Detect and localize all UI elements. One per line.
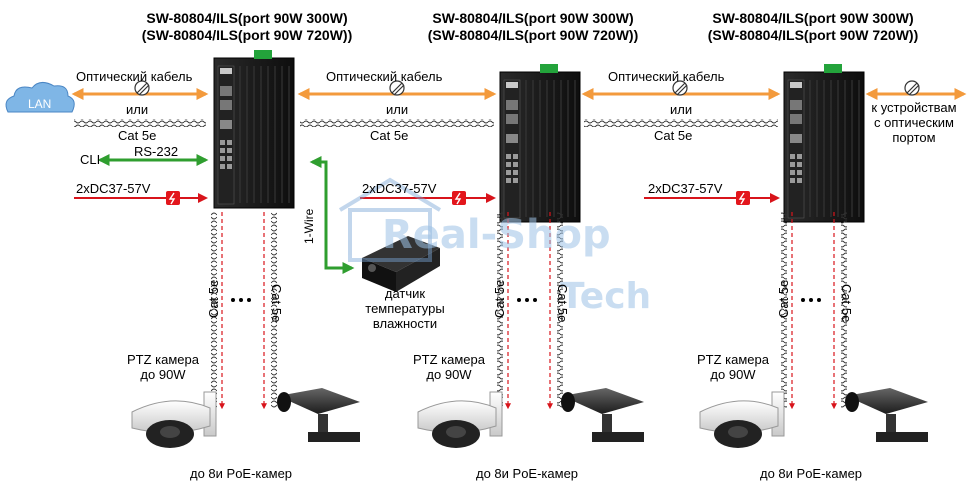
cat5e-vertical-label-1a: Cat 5e [206,279,221,318]
fiber-connector-icon [134,80,920,96]
cat5e-vertical-label-1b: Cat 5e [269,284,284,323]
cameras-caption-1: до 8и PoE-камер [190,466,293,481]
power-label-3: 2xDC37-57V [648,181,723,196]
camera-cables-3 [781,212,847,410]
or-label-1: или [126,102,149,117]
watermark-text-2: Tech [560,276,652,317]
cat5e-vertical-label-3b: Cat 5e [839,284,854,323]
bullet-camera-icon [277,388,928,442]
cat5e-label-3: Cat 5e [654,128,693,143]
onewire-link [309,156,355,274]
switch-device-1 [213,49,295,209]
switch-title-1: SW-80804/ILS(port 90W 300W)(SW-80804/ILS… [141,10,353,43]
camera-cables-1 [211,212,277,410]
or-label-3: или [670,102,693,117]
power-label-2: 2xDC37-57V [362,181,437,196]
optical-label-2: Оптический кабель [326,69,443,84]
onewire-label: 1-Wire [302,208,316,244]
lan-label: LAN [28,97,52,111]
watermark-logo-icon [338,177,442,262]
cli-label: CLI [80,152,101,167]
cat5e-vertical-label-3a: Cat 5e [776,279,791,318]
power-icon [166,191,750,205]
cameras-caption-2: до 8и PoE-камер [476,466,579,481]
switch-device-2 [499,63,581,223]
cat5e-vertical-label-2a: Cat 5e [492,279,507,318]
cameras-caption-3: до 8и PoE-камер [760,466,863,481]
optical-label-1: Оптический кабель [76,69,193,84]
ptz-camera-icon [131,391,785,448]
or-label-2: или [386,102,409,117]
cat5e-label-1: Cat 5e [118,128,157,143]
switch-title-2: SW-80804/ILS(port 90W 300W)(SW-80804/ILS… [427,10,639,43]
cat5e-vertical-label-2b: Cat 5e [555,284,570,323]
rs232-label: RS-232 [134,144,179,159]
cat5e-label-2: Cat 5e [370,128,409,143]
power-label-1: 2xDC37-57V [76,181,151,196]
sensor-device-icon [362,236,440,292]
camera-cables-2 [497,212,563,410]
switch-title-3: SW-80804/ILS(port 90W 300W)(SW-80804/ILS… [707,10,919,43]
lan-cloud-icon [5,82,75,113]
optical-label-3: Оптический кабель [608,69,725,84]
watermark-text: Real-Shop [382,212,611,258]
switch-device-3 [783,63,865,223]
